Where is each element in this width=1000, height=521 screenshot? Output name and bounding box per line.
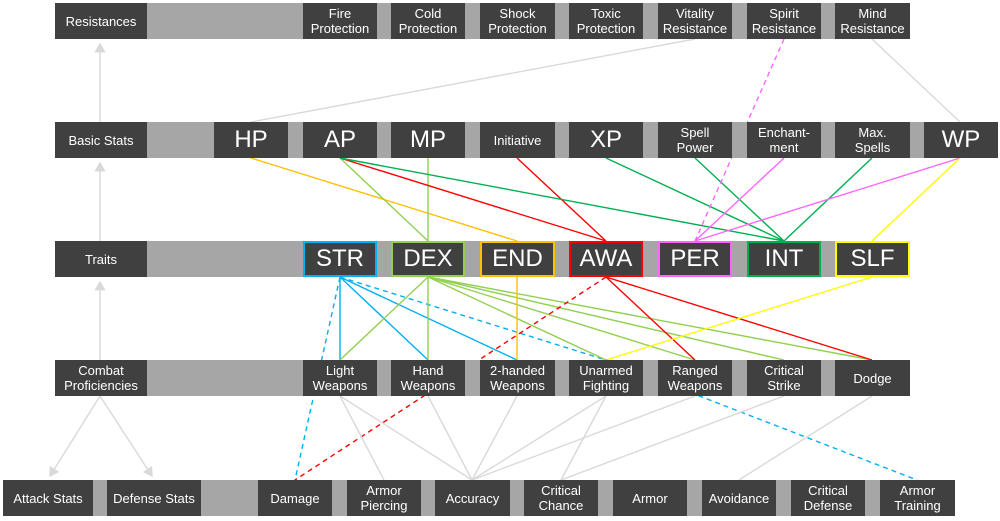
link-unarmed-critchance — [560, 395, 607, 481]
per-box: PER — [658, 241, 732, 277]
critical-strike-box: Critical Strike — [747, 360, 821, 396]
spell-power-box: Spell Power — [658, 122, 732, 158]
link-awa-ranged — [605, 276, 696, 361]
mind-resistance-box: Mind Resistance — [835, 3, 910, 39]
armor-box: Armor — [613, 480, 687, 516]
mp-box: MP — [391, 122, 465, 158]
link-slf-unarmed — [605, 276, 873, 361]
slf-box: SLF — [835, 241, 910, 277]
traits-label: Traits — [55, 241, 147, 277]
end-box: END — [480, 241, 555, 277]
shock-protection-box: Shock Protection — [480, 3, 555, 39]
hp-box: HP — [214, 122, 288, 158]
link-ap-awa — [339, 157, 607, 242]
unarmed-fighting-box: Unarmed Fighting — [569, 360, 643, 396]
basic-stats-label: Basic Stats — [55, 122, 147, 158]
link-critical-critchance — [560, 395, 785, 481]
link-mind-wp — [871, 38, 961, 123]
link-dodge-avoidance — [738, 395, 873, 481]
accuracy-box: Accuracy — [435, 480, 510, 516]
link-unarmed-accuracy — [471, 395, 607, 481]
fire-protection-box: Fire Protection — [303, 3, 377, 39]
xp-box: XP — [569, 122, 643, 158]
link-ap-dex — [339, 157, 429, 242]
link-dex-critical — [427, 276, 785, 361]
wp-box: WP — [924, 122, 998, 158]
link-awa-damage — [294, 276, 607, 481]
link-light-armorpiercing — [339, 395, 385, 481]
arrow-combat-to-attack — [49, 395, 101, 478]
max-spells-box: Max. Spells — [835, 122, 910, 158]
dodge-box: Dodge — [835, 360, 910, 396]
armor-piercing-box: Armor Piercing — [347, 480, 421, 516]
link-wp-slf — [871, 157, 961, 242]
link-enchantment-per — [694, 157, 785, 242]
cold-protection-box: Cold Protection — [391, 3, 465, 39]
toxic-protection-box: Toxic Protection — [569, 3, 643, 39]
initiative-box: Initiative — [480, 122, 555, 158]
link-twohanded-accuracy — [471, 395, 518, 481]
light-weapons-box: Light Weapons — [303, 360, 377, 396]
link-dex-ranged — [427, 276, 696, 361]
link-str-unarmed — [339, 276, 607, 361]
vitality-resistance-box: Vitality Resistance — [658, 3, 732, 39]
spirit-resistance-box: Spirit Resistance — [747, 3, 821, 39]
resistances-label: Resistances — [55, 3, 147, 39]
dex-box: DEX — [391, 241, 465, 277]
damage-box: Damage — [258, 480, 332, 516]
arrow-combat-to-defense — [99, 395, 153, 478]
link-light-accuracy — [339, 395, 473, 481]
ranged-weapons-box: Ranged Weapons — [658, 360, 732, 396]
critical-chance-box: Critical Chance — [524, 480, 598, 516]
link-hand-accuracy — [427, 395, 473, 481]
defense-stats-box: Defense Stats — [107, 480, 201, 516]
ap-box: AP — [303, 122, 377, 158]
link-xp-int — [605, 157, 785, 242]
critical-defense-box: Critical Defense — [791, 480, 865, 516]
enchantment-box: Enchant- ment — [747, 122, 821, 158]
combat-proficiencies-label: Combat Proficiencies — [55, 360, 147, 396]
int-box: INT — [747, 241, 821, 277]
attack-stats-box: Attack Stats — [3, 480, 93, 516]
avoidance-box: Avoidance — [702, 480, 776, 516]
hand-weapons-box: Hand Weapons — [391, 360, 465, 396]
two-handed-weapons-box: 2-handed Weapons — [480, 360, 555, 396]
armor-training-box: Armor Training — [880, 480, 955, 516]
link-dex-light — [339, 276, 429, 361]
str-box: STR — [303, 241, 377, 277]
awa-box: AWA — [569, 241, 643, 277]
link-wp-per — [694, 157, 961, 242]
link-ap-int — [339, 157, 785, 242]
link-vitality-hp — [250, 38, 696, 123]
